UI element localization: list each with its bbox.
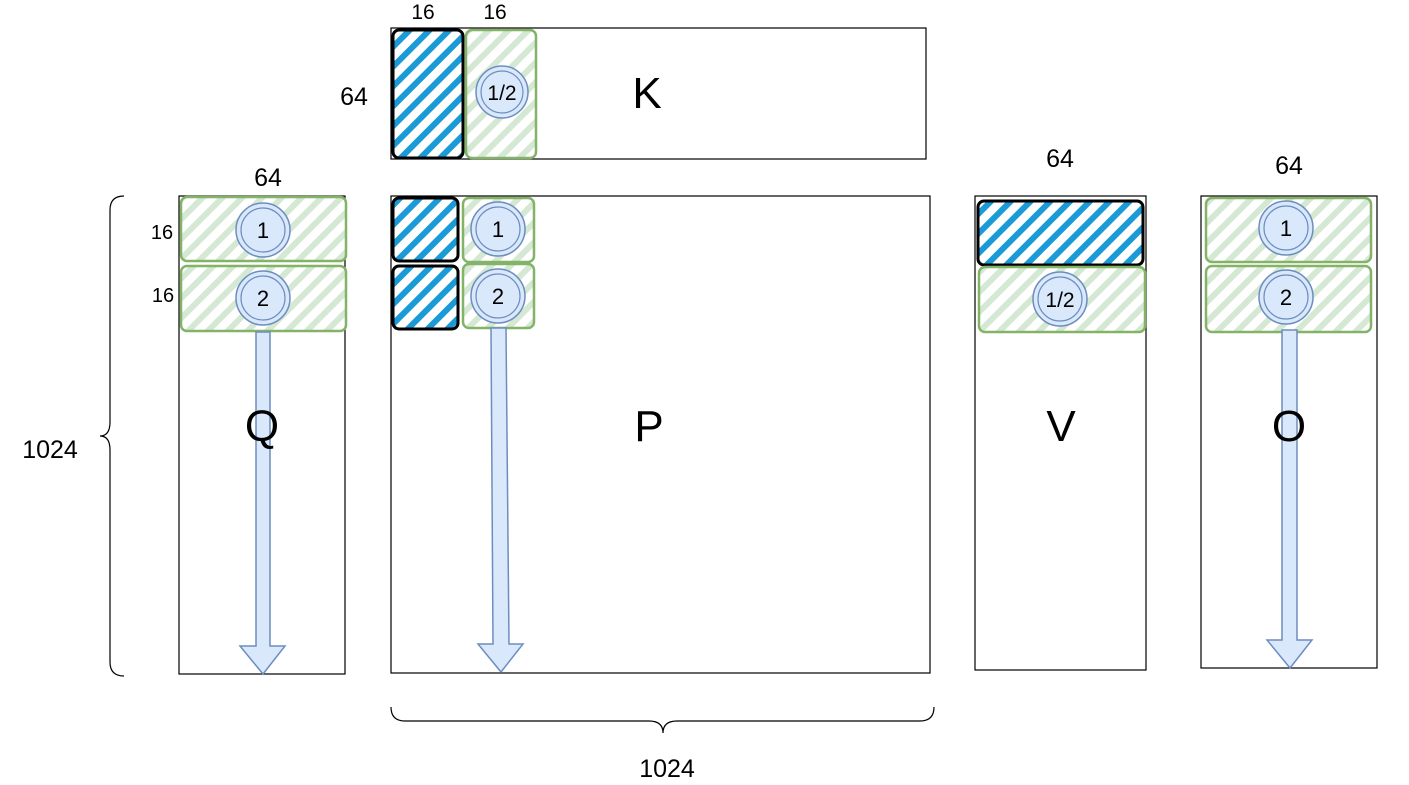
q-tile-marker-2-circle <box>235 270 291 326</box>
k-label: K <box>632 69 661 118</box>
vertical-brace-shape <box>99 195 125 677</box>
q-tile-marker-2-inner-ring <box>240 275 286 321</box>
q-tile-marker-1-circle <box>235 202 291 258</box>
q-row-height-label-1: 16 <box>151 222 173 244</box>
horizontal-brace: 1024 <box>390 706 935 783</box>
v-tile-marker-inner-ring <box>1037 276 1083 322</box>
q-matrix: 1 2 Q 64 16 16 <box>151 164 348 676</box>
p-label: P <box>634 402 663 451</box>
q-scan-arrow <box>238 331 287 676</box>
p-tile-marker-1-label: 1 <box>492 217 504 242</box>
q-label: Q <box>245 402 279 451</box>
p-tile-marker-1: 1 <box>470 201 526 257</box>
k-tile-marker-label: 1/2 <box>487 82 516 105</box>
q-tile-marker-1-label: 1 <box>257 218 269 243</box>
v-tile-marker: 1/2 <box>1032 271 1088 327</box>
v-matrix: 1/2 V 64 <box>974 145 1147 671</box>
k-tile-marker-inner-ring <box>480 70 524 114</box>
p-blue-tile-2 <box>391 264 460 331</box>
q-tile-marker-2: 2 <box>235 270 291 326</box>
k-col-width-label-2: 16 <box>483 1 506 24</box>
k-col-width-label-1: 16 <box>411 1 434 24</box>
o-matrix: 1 2 O 64 <box>1200 152 1378 670</box>
o-label: O <box>1272 402 1306 451</box>
p-tile-marker-2-inner-ring <box>475 273 521 319</box>
v-label: V <box>1046 402 1076 451</box>
p-blue-tile-1 <box>391 196 460 263</box>
o-tile-marker-2-label: 2 <box>1280 285 1292 310</box>
q-tile-marker-2-label: 2 <box>257 286 269 311</box>
o-tile-marker-2-circle <box>1258 269 1314 325</box>
o-tile-marker-1-label: 1 <box>1280 216 1292 241</box>
o-tile-marker-2: 2 <box>1258 269 1314 325</box>
q-width-label: 64 <box>254 164 282 192</box>
v-width-label: 64 <box>1046 145 1074 173</box>
p-tile-marker-1-circle <box>470 201 526 257</box>
k-tile-marker: 1/2 <box>475 65 529 119</box>
p-tile-marker-1-inner-ring <box>475 206 521 252</box>
v-tile-marker-label: 1/2 <box>1045 289 1074 312</box>
vertical-seq-len-label: 1024 <box>22 436 78 464</box>
p-tile-marker-2-label: 2 <box>492 284 504 309</box>
k-tile-marker-circle <box>475 65 529 119</box>
o-tile-marker-1-circle <box>1258 200 1314 256</box>
k-matrix: 1/2 K 16 16 64 <box>340 1 927 160</box>
v-tile-marker-circle <box>1032 271 1088 327</box>
k-height-label: 64 <box>340 83 368 111</box>
horizontal-brace-shape <box>390 706 935 734</box>
q-row-height-label-2: 16 <box>152 285 174 307</box>
o-tile-marker-1: 1 <box>1258 200 1314 256</box>
o-width-label: 64 <box>1275 152 1303 180</box>
q-tile-marker-1-inner-ring <box>240 207 286 253</box>
p-tile-marker-2-circle <box>470 268 526 324</box>
p-matrix: 1 2 P <box>390 195 931 674</box>
o-tile-marker-1-inner-ring <box>1263 205 1309 251</box>
p-scan-arrow <box>476 327 525 674</box>
v-blue-tile <box>976 199 1145 267</box>
q-tile-marker-1: 1 <box>235 202 291 258</box>
p-tile-marker-2: 2 <box>470 268 526 324</box>
vertical-brace: 1024 <box>22 195 125 677</box>
o-tile-marker-2-inner-ring <box>1263 274 1309 320</box>
k-blue-tile <box>391 28 465 160</box>
o-scan-arrow <box>1265 329 1314 670</box>
horizontal-seq-len-label: 1024 <box>639 755 695 783</box>
